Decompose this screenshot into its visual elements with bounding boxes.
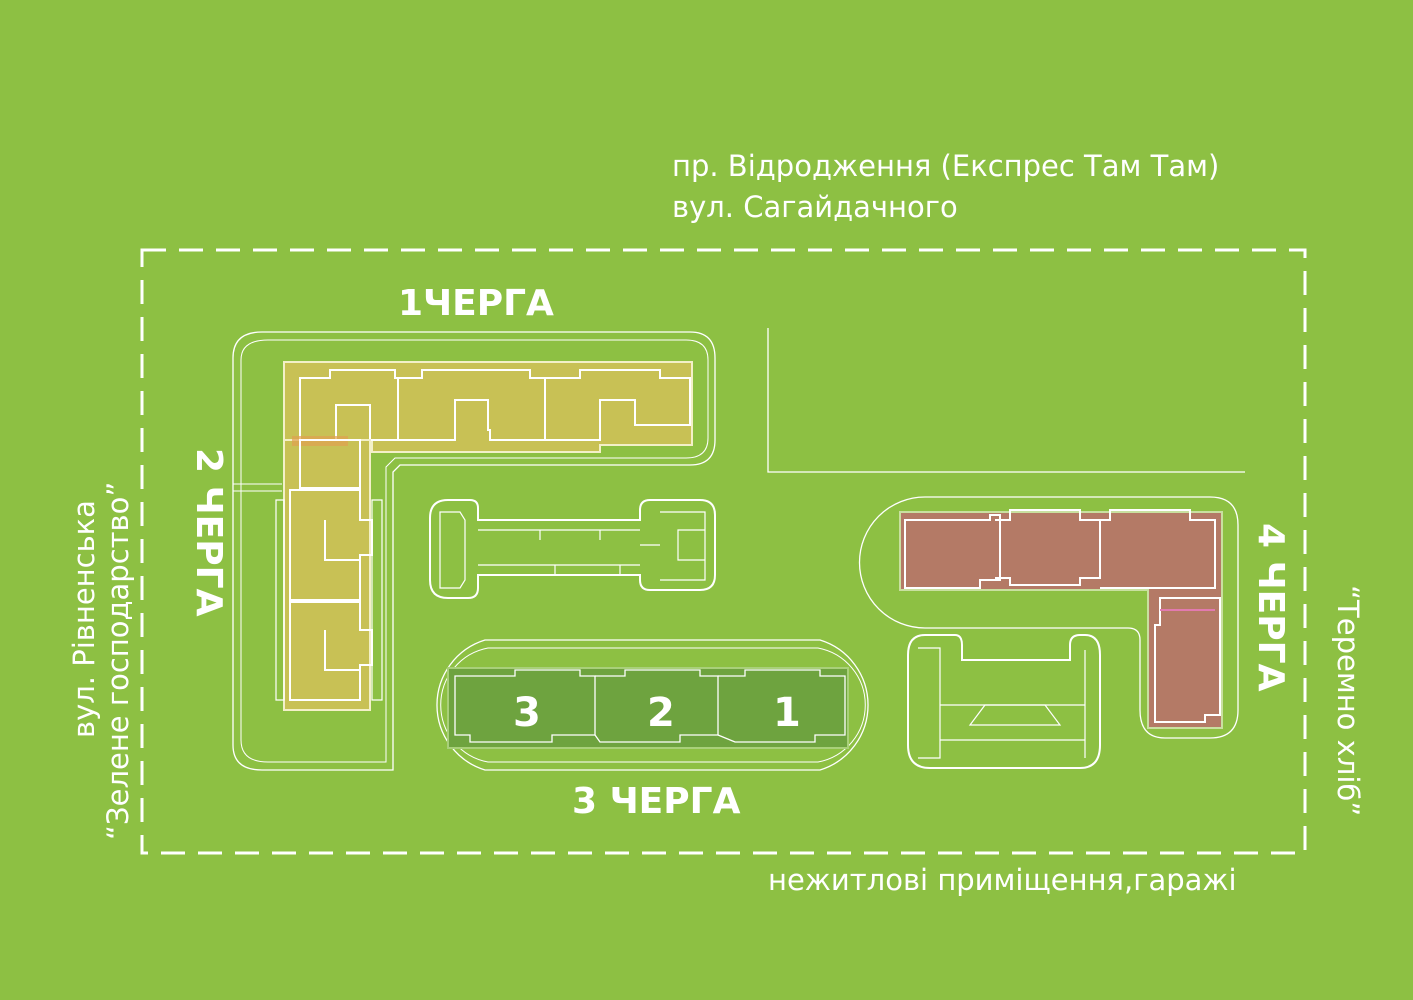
section-2-label: 2 — [647, 690, 675, 736]
building-queue-3-walls — [454, 669, 846, 743]
track-queue-3 — [436, 639, 869, 771]
parking-east — [907, 634, 1101, 769]
queue-4-label: 4 ЧЕРГА — [1250, 523, 1291, 692]
street-label-right: “Теремно хліб” — [1331, 585, 1365, 817]
courtyard-details — [439, 511, 706, 589]
parking-east-details — [918, 647, 1086, 759]
section-1-label: 1 — [773, 690, 801, 736]
queue-2-label: 2 ЧЕРГА — [188, 448, 229, 617]
queue-3-label: 3 ЧЕРГА — [572, 781, 741, 822]
site-boundary — [140, 248, 1307, 855]
lot-line-northeast — [767, 328, 1245, 473]
building-queue-3 — [447, 667, 849, 749]
queue-1-label: 1ЧЕРГА — [398, 283, 554, 324]
building-queue-4-walls — [904, 509, 1221, 723]
street-label-bottom: нежитлові приміщення,гаражі — [768, 863, 1237, 897]
building-queue-2-side — [275, 499, 383, 701]
section-3-label: 3 — [513, 690, 541, 736]
street-label-left-2: “Зелене господарство” — [101, 481, 135, 840]
street-label-left-1: вул. Рівненська — [67, 500, 101, 738]
road-outline-west-inner — [240, 339, 709, 763]
track-queue-3-inner — [440, 647, 866, 763]
driveway-west — [233, 483, 282, 492]
courtyard-parking — [429, 499, 716, 599]
building-queue-4 — [899, 511, 1223, 729]
street-label-top-1: пр. Відродження (Експрес Там Там) — [672, 149, 1220, 183]
road-outline-west — [232, 331, 716, 771]
street-label-top-2: вул. Сагайдачного — [672, 190, 958, 224]
road-outline-east — [858, 496, 1239, 739]
